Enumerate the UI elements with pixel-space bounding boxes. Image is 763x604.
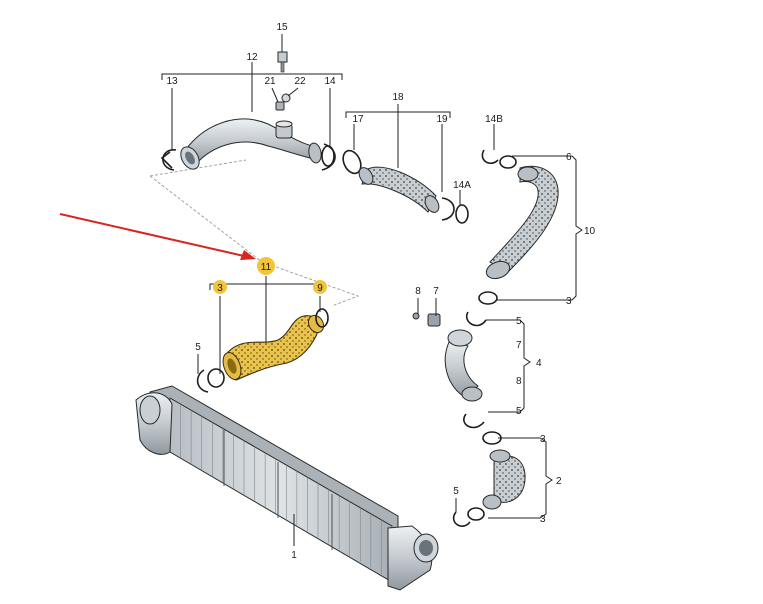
label-17: 17 xyxy=(352,114,364,125)
label-12: 12 xyxy=(246,52,258,63)
label-4: 4 xyxy=(536,358,542,369)
badge-3 xyxy=(213,280,227,294)
dashed-guides xyxy=(149,159,360,307)
badge-11 xyxy=(257,257,275,275)
label-6: 6 xyxy=(566,152,572,163)
label-8-mid: 8 xyxy=(516,376,522,387)
intercooler-1 xyxy=(135,385,439,591)
label-2: 2 xyxy=(556,476,562,487)
hose-10 xyxy=(478,149,559,305)
label-3-right-upper: 3 xyxy=(566,296,572,307)
hose-2 xyxy=(452,449,526,527)
label-3-hl: 3 xyxy=(217,283,223,294)
elbow-4 xyxy=(412,311,502,445)
corrugated-hose-18 xyxy=(342,149,469,224)
label-5-right-b: 5 xyxy=(516,406,522,417)
label-1: 1 xyxy=(291,550,297,561)
label-7-mid: 7 xyxy=(516,340,522,351)
label-7-top: 7 xyxy=(433,286,439,297)
badge-9 xyxy=(313,280,327,294)
ring-14 xyxy=(321,143,336,171)
part-labels: 15 12 13 21 22 14 18 17 19 14B 6 14A 10 … xyxy=(166,22,595,561)
label-22: 22 xyxy=(294,76,306,87)
pointer-arrow-icon xyxy=(59,213,256,260)
label-10: 10 xyxy=(584,226,596,237)
label-9: 9 xyxy=(317,283,323,294)
label-18: 18 xyxy=(392,92,404,103)
clip-13 xyxy=(160,149,177,171)
label-14: 14 xyxy=(324,76,336,87)
highlighted-hose-11 xyxy=(196,308,329,393)
label-5-left: 5 xyxy=(195,342,201,353)
label-13: 13 xyxy=(166,76,178,87)
label-8-top: 8 xyxy=(415,286,421,297)
upper-charge-pipe xyxy=(180,51,322,170)
label-14B: 14B xyxy=(485,114,503,125)
label-15: 15 xyxy=(276,22,288,33)
label-3-right-lower: 3 xyxy=(540,514,546,525)
label-11: 11 xyxy=(261,262,272,273)
label-5-lower: 5 xyxy=(453,486,459,497)
label-21: 21 xyxy=(264,76,276,87)
label-5-right-a: 5 xyxy=(516,316,522,327)
label-19: 19 xyxy=(436,114,448,125)
label-3-right-mid: 3 xyxy=(540,434,546,445)
label-14A: 14A xyxy=(453,180,471,191)
leader-lines xyxy=(161,34,583,546)
